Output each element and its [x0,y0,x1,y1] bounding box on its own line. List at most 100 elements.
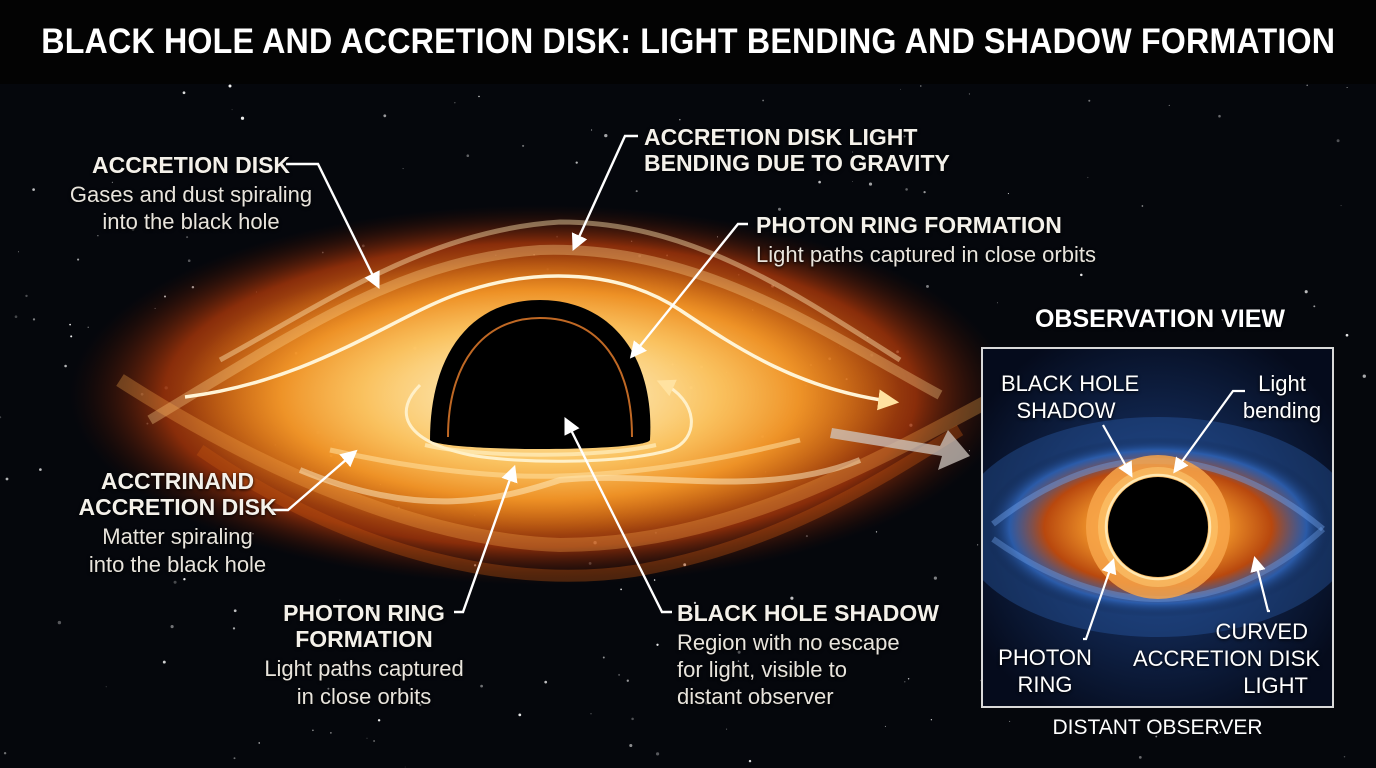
star [39,468,42,471]
star [69,324,71,326]
observation-label-light-bending: Light bending [1237,371,1327,425]
star [576,161,578,163]
star [15,315,18,318]
star [4,752,6,754]
star [618,674,620,676]
star [234,609,237,612]
star [900,89,901,90]
star [544,681,547,684]
star [188,259,191,262]
observation-shadow [1108,477,1208,577]
star [234,757,236,759]
observation-view-panel: BLACK HOLE SHADOW Light bending PHOTON R… [981,347,1334,708]
star [934,577,937,580]
star [591,129,592,130]
star [1347,87,1348,88]
page-title: BLACK HOLE AND ACCRETION DISK: LIGHT BEN… [41,22,1335,62]
star [631,718,634,721]
label-light-bending: ACCRETION DISK LIGHT BENDING DUE TO GRAV… [644,124,964,176]
star [367,738,368,739]
star [312,729,314,731]
star [106,686,107,687]
star [522,145,524,147]
star [174,581,177,584]
star [233,627,235,629]
observation-caption: DISTANT OBSERVER [985,716,1330,740]
star [171,625,174,628]
star [478,96,479,97]
observation-label-photon-ring: PHOTON RING [997,645,1093,699]
star [603,657,605,659]
star [518,714,521,717]
star [183,91,186,94]
star [0,416,1,418]
star [869,183,872,186]
star [1139,756,1142,759]
star [1305,290,1308,293]
star [969,93,970,94]
observation-view-title: OBSERVATION VIEW [985,305,1335,334]
label-accretion-disk-lower: ACCTRINAND ACCRETION DISK Matter spirali… [70,468,285,577]
star [726,729,727,730]
star [77,259,79,261]
star [1087,177,1088,178]
star [679,119,681,121]
star [931,719,932,720]
star [32,188,35,191]
star [1088,100,1090,102]
star [778,208,781,211]
star [1344,756,1345,757]
star [454,102,455,103]
star [977,544,978,545]
star [656,752,659,755]
star [403,168,404,169]
star [58,621,61,624]
star [885,726,886,727]
star [636,190,638,192]
star [1169,105,1170,106]
star [183,578,185,580]
star [852,181,853,182]
star [373,740,375,742]
star [629,744,632,747]
star [1341,205,1342,206]
star [1363,375,1366,378]
star [1346,334,1349,337]
star [654,579,656,581]
label-black-hole-shadow: BLACK HOLE SHADOW Region with no escape … [677,600,957,709]
observation-label-shadow: BLACK HOLE SHADOW [1001,371,1131,425]
label-accretion-disk: ACCRETION DISK Gases and dust spiraling … [56,152,326,234]
star [163,661,166,664]
star [905,188,908,191]
star [241,117,244,120]
star [480,685,483,688]
star [1142,205,1144,207]
label-photon-ring-top: PHOTON RING FORMATION Light paths captur… [756,212,1156,267]
star [467,154,470,157]
star [1306,84,1308,86]
star [920,85,921,86]
star [88,327,89,328]
star [1080,274,1083,277]
star [762,100,764,102]
star [229,85,232,88]
star [18,251,19,252]
star [876,531,877,532]
star [97,235,98,236]
star [590,713,591,714]
star [749,760,751,762]
label-photon-ring-bottom: PHOTON RING FORMATION Light paths captur… [250,600,478,709]
star [6,478,9,481]
star [818,181,821,184]
star [232,109,233,110]
star [33,318,35,320]
star [923,191,925,193]
star [186,236,188,238]
star [383,114,386,117]
observation-label-curved-light: CURVED ACCRETION DISK LIGHT [1133,619,1308,699]
title-bar: BLACK HOLE AND ACCRETION DISK: LIGHT BEN… [0,0,1376,84]
star [1337,139,1340,142]
star [1008,193,1009,194]
star [64,365,67,368]
star [378,719,380,721]
